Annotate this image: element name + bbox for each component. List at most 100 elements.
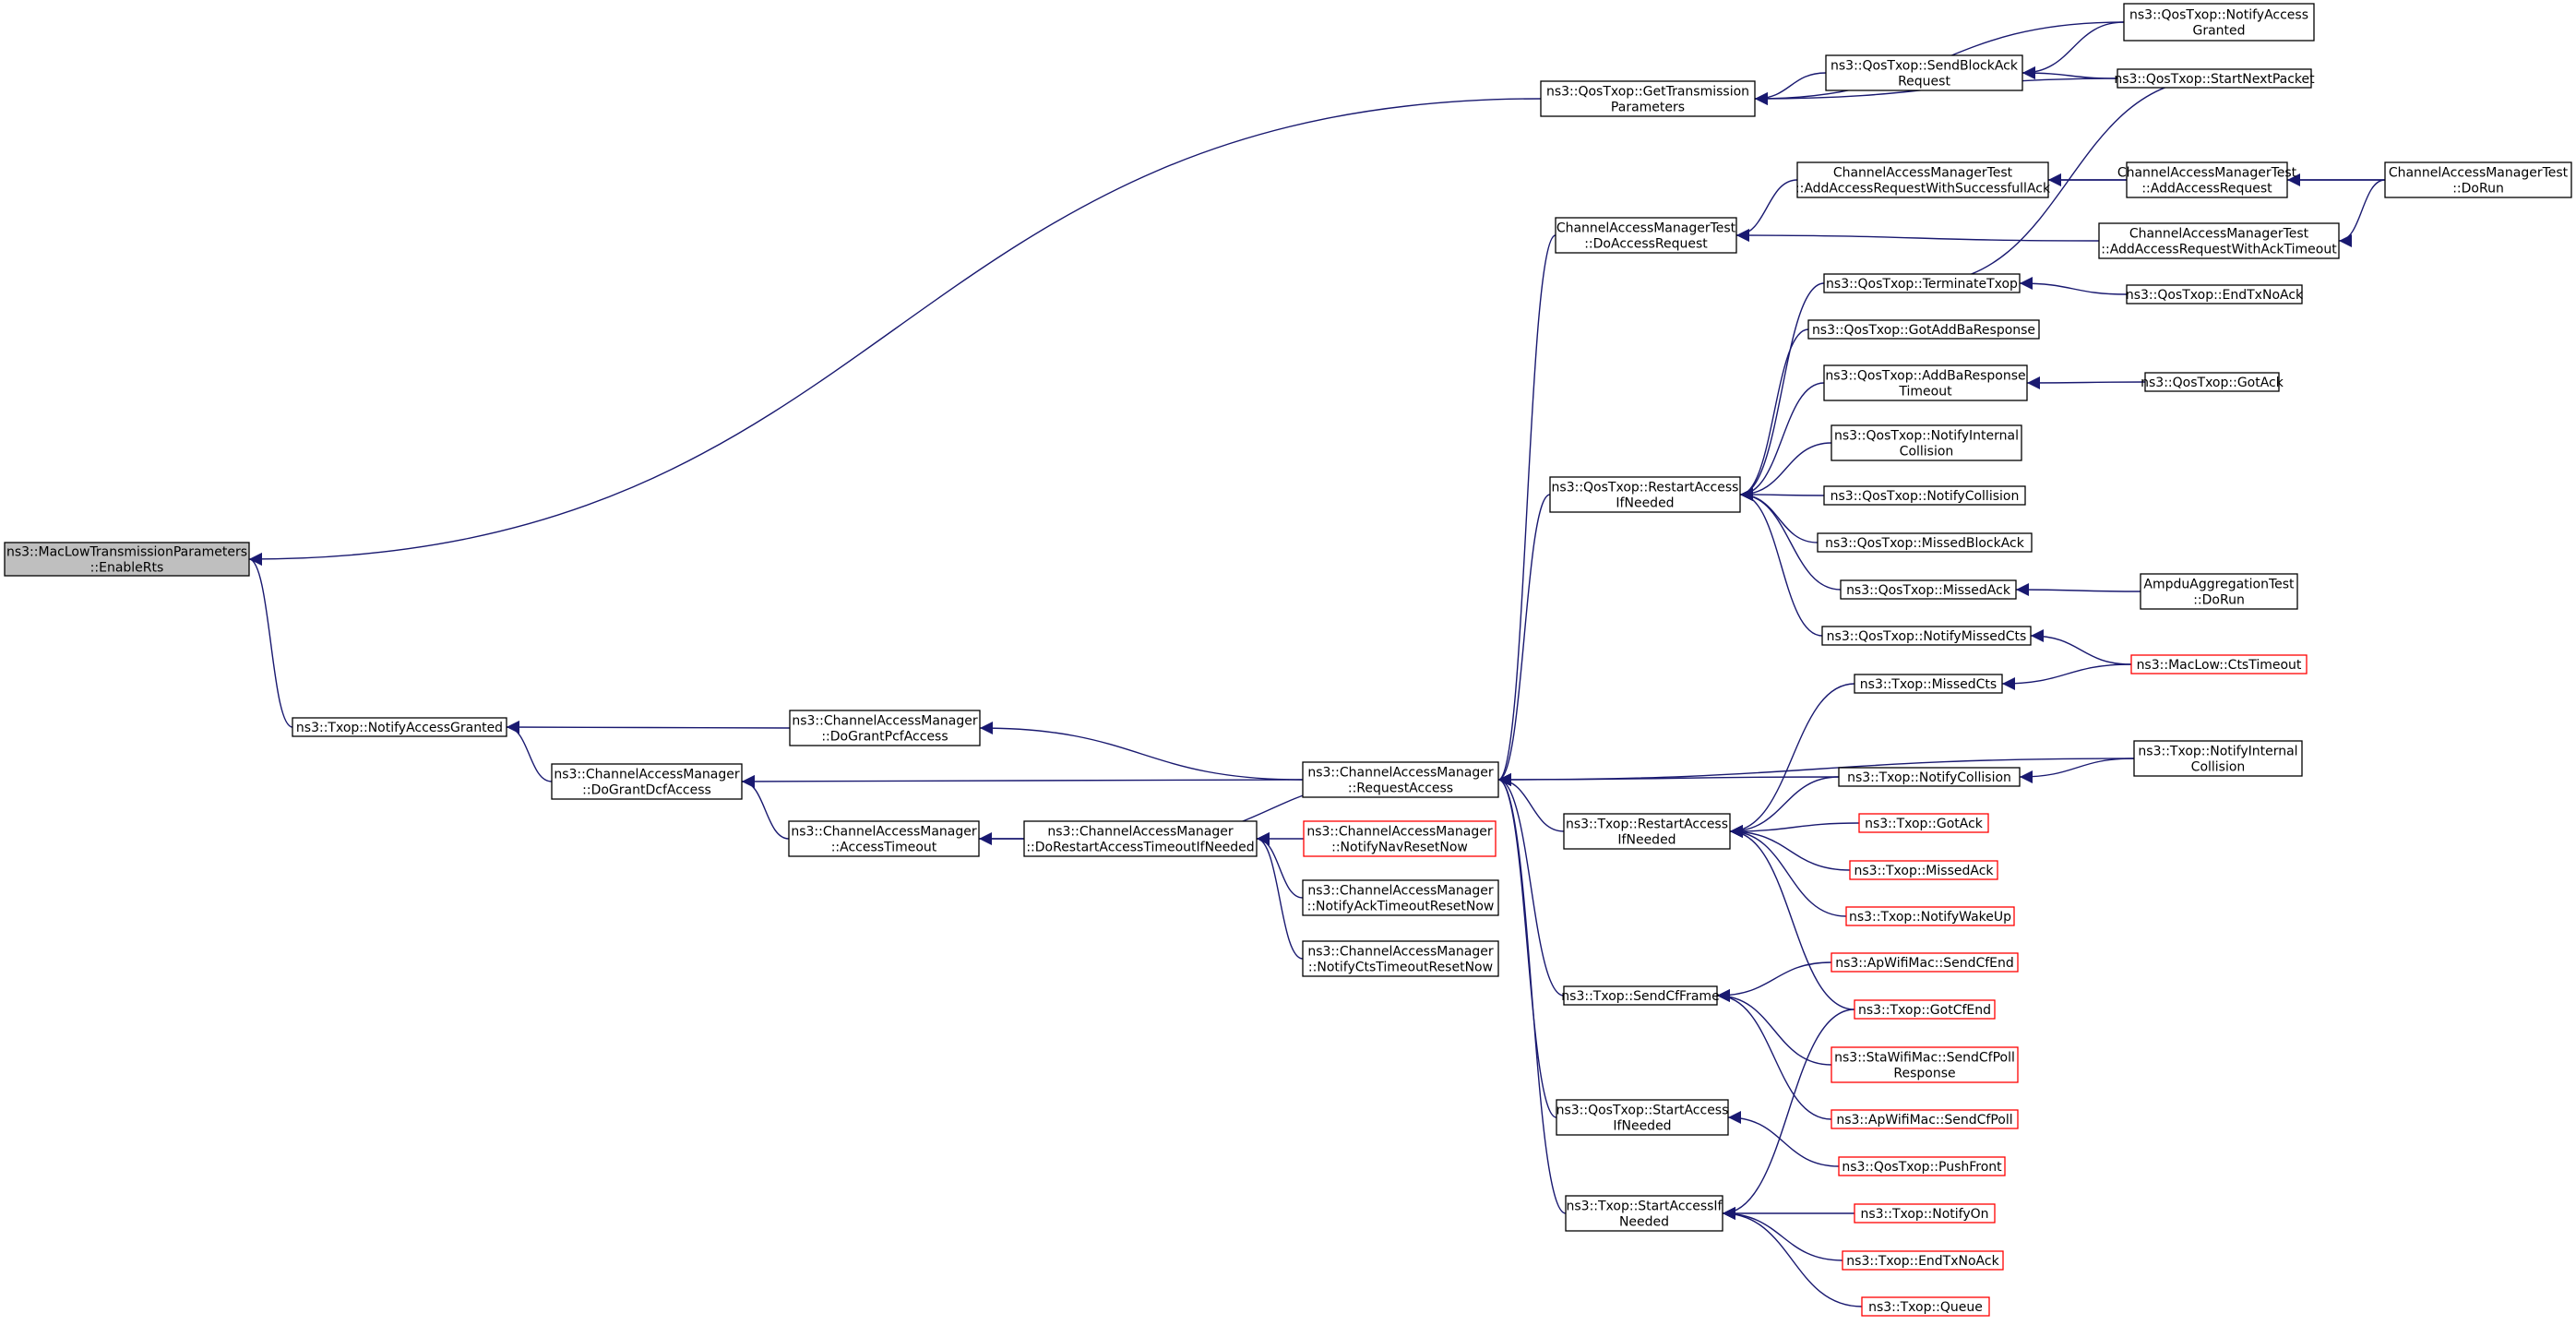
node-box[interactable] [2098,222,2340,259]
node-box[interactable] [1549,476,1741,513]
node-box[interactable] [1817,532,2033,553]
node-box[interactable] [1823,485,2026,506]
node-notifynavreset[interactable]: ns3::ChannelAccessManager::NotifyNavRese… [1303,820,1497,857]
node-notifyacktimeout[interactable]: ns3::ChannelAccessManager::NotifyAckTime… [1302,879,1499,916]
node-box[interactable] [2126,161,2288,198]
node-box[interactable] [2144,372,2280,392]
node-gotack_t[interactable]: ns3::Txop::GotAck [1858,813,1989,833]
node-box[interactable] [788,820,980,857]
node-dograntpcf[interactable]: ns3::ChannelAccessManager::DoGrantPcfAcc… [789,710,981,746]
node-notifywakeup[interactable]: ns3::Txop::NotifyWakeUp [1845,906,2015,926]
node-missedack_t[interactable]: ns3::Txop::MissedAck [1849,860,1998,880]
node-cam_addsucc[interactable]: ChannelAccessManagerTest::AddAccessReque… [1795,161,2051,198]
node-notifycoll_q[interactable]: ns3::QosTxop::NotifyCollision [1823,485,2026,506]
node-box[interactable] [1840,579,2017,600]
node-box[interactable] [1540,80,1756,117]
node-queue_t[interactable]: ns3::Txop::Queue [1861,1296,1990,1317]
node-box[interactable] [1302,761,1499,798]
node-box[interactable] [1823,273,2021,293]
node-box[interactable] [2123,3,2315,42]
node-box[interactable] [1796,161,2049,198]
node-box[interactable] [1849,860,1998,880]
node-box[interactable] [1302,940,1499,977]
node-box[interactable] [2133,740,2303,777]
node-box[interactable] [1854,1203,1996,1224]
node-box[interactable] [1854,674,2003,694]
node-box[interactable] [1563,985,1718,1006]
node-box[interactable] [1563,813,1731,850]
node-terminatetxop[interactable]: ns3::QosTxop::TerminateTxop [1823,273,2021,293]
node-missedack_q[interactable]: ns3::QosTxop::MissedAck [1840,579,2017,600]
node-box[interactable] [1556,1099,1729,1136]
node-box[interactable] [1302,879,1499,916]
node-root[interactable]: ns3::MacLowTransmissionParameters::Enabl… [4,542,250,577]
node-box[interactable] [1023,820,1258,857]
node-dograntdcf[interactable]: ns3::ChannelAccessManager::DoGrantDcfAcc… [551,763,743,800]
node-notifycoll_t[interactable]: ns3::Txop::NotifyCollision [1838,767,2021,787]
node-box[interactable] [1858,813,1989,833]
node-box[interactable] [2140,573,2298,610]
node-box[interactable] [292,717,507,737]
node-endtxnoack_q[interactable]: ns3::QosTxop::EndTxNoAck [2126,284,2304,304]
node-box[interactable] [1831,1109,2019,1129]
node-startnextpacket[interactable]: ns3::QosTxop::StartNextPacket [2114,68,2315,89]
node-apsendcfend[interactable]: ns3::ApWifiMac::SendCfEnd [1831,952,2019,973]
node-box[interactable] [1565,1195,1723,1232]
node-box[interactable] [1831,1046,2019,1083]
node-box[interactable] [1823,364,2028,401]
node-notifyaccessgranted_t[interactable]: ns3::Txop::NotifyAccessGranted [292,717,507,737]
node-missedblockack[interactable]: ns3::QosTxop::MissedBlockAck [1817,532,2033,553]
node-box[interactable] [1831,424,2022,461]
node-box[interactable] [1555,217,1737,254]
node-box[interactable] [1838,767,2021,787]
node-requestaccess[interactable]: ns3::ChannelAccessManager::RequestAccess [1302,761,1499,798]
node-sendcfframe[interactable]: ns3::Txop::SendCfFrame [1561,985,1720,1006]
node-gotaddba[interactable]: ns3::QosTxop::GotAddBaResponse [1807,319,2040,340]
node-ampdu_dorun[interactable]: AmpduAggregationTest::DoRun [2140,573,2298,610]
node-gotack_q[interactable]: ns3::QosTxop::GotAck [2141,372,2284,392]
node-notifyctstimeout[interactable]: ns3::ChannelAccessManager::NotifyCtsTime… [1302,940,1499,977]
node-cam_doaccess[interactable]: ChannelAccessManagerTest::DoAccessReques… [1555,217,1737,254]
node-box[interactable] [2126,284,2303,304]
node-accesstimeout[interactable]: ns3::ChannelAccessManager::AccessTimeout [788,820,980,857]
node-box[interactable] [4,542,250,577]
node-dorestart[interactable]: ns3::ChannelAccessManager::DoRestartAcce… [1023,820,1258,857]
node-box[interactable] [2384,161,2572,198]
node-box[interactable] [1831,952,2019,973]
node-box[interactable] [1845,906,2015,926]
node-ctstimeout[interactable]: ns3::MacLow::CtsTimeout [2130,654,2308,674]
node-gotcfend[interactable]: ns3::Txop::GotCfEnd [1854,999,1996,1020]
node-box[interactable] [1842,1250,2004,1271]
node-endtxnoack_t[interactable]: ns3::Txop::EndTxNoAck [1842,1250,2004,1271]
node-notifyon[interactable]: ns3::Txop::NotifyOn [1854,1203,1996,1224]
node-notifymissedcts_q[interactable]: ns3::QosTxop::NotifyMissedCts [1821,626,2032,646]
node-box[interactable] [789,710,981,746]
node-box[interactable] [1825,54,2023,91]
node-box[interactable] [1821,626,2032,646]
node-box[interactable] [1854,999,1996,1020]
node-notifyaccessgranted_q[interactable]: ns3::QosTxop::NotifyAccessGranted [2123,3,2315,42]
node-box[interactable] [551,763,743,800]
node-box[interactable] [2117,68,2312,89]
node-box[interactable] [2130,654,2308,674]
node-cam_addreq[interactable]: ChannelAccessManagerTest::AddAccessReque… [2117,161,2297,198]
node-box[interactable] [1807,319,2040,340]
node-cam_addtimeout[interactable]: ChannelAccessManagerTest::AddAccessReque… [2098,222,2340,259]
node-pushfront[interactable]: ns3::QosTxop::PushFront [1838,1156,2006,1176]
node-cam_dorun[interactable]: ChannelAccessManagerTest::DoRun [2384,161,2572,198]
node-box[interactable] [1861,1296,1990,1317]
node-box[interactable] [1303,820,1497,857]
node-box[interactable] [1838,1156,2006,1176]
node-apsendcfpoll[interactable]: ns3::ApWifiMac::SendCfPoll [1831,1109,2019,1129]
node-missedcts_t[interactable]: ns3::Txop::MissedCts [1854,674,2003,694]
